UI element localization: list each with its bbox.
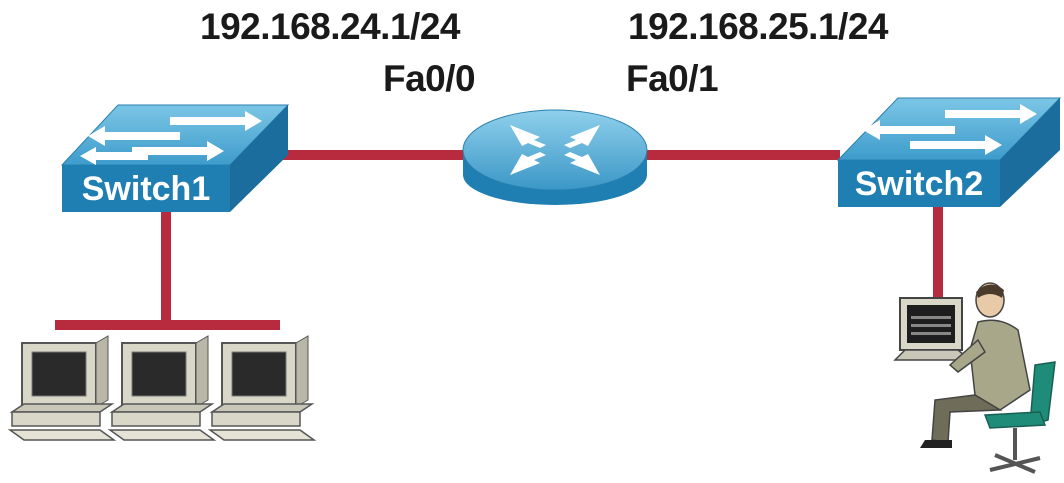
fa0-0-interface-label: Fa0/0	[383, 58, 476, 99]
fa0-1-interface-label: Fa0/1	[626, 58, 719, 99]
desktop-pc-icon	[107, 335, 217, 441]
switch1-label: Switch1	[82, 170, 210, 208]
switch2-label: Switch2	[855, 165, 983, 203]
switch1-arrows-icon	[80, 111, 262, 165]
switch2-arrows-icon	[863, 104, 1037, 155]
fa0-0-ip-address-label: 192.168.24.1/24	[200, 6, 460, 47]
switch1: Switch1	[60, 104, 290, 212]
lan-pc-group	[7, 335, 317, 441]
router-icon	[510, 125, 600, 175]
user-at-workstation-icon	[893, 282, 1056, 474]
router	[462, 109, 648, 205]
network-links	[55, 150, 943, 330]
switch2: Switch2	[836, 97, 1062, 207]
desktop-pc-icon	[7, 335, 117, 441]
desktop-pc-icon	[207, 335, 317, 441]
fa0-1-ip-address-label: 192.168.25.1/24	[628, 6, 888, 47]
